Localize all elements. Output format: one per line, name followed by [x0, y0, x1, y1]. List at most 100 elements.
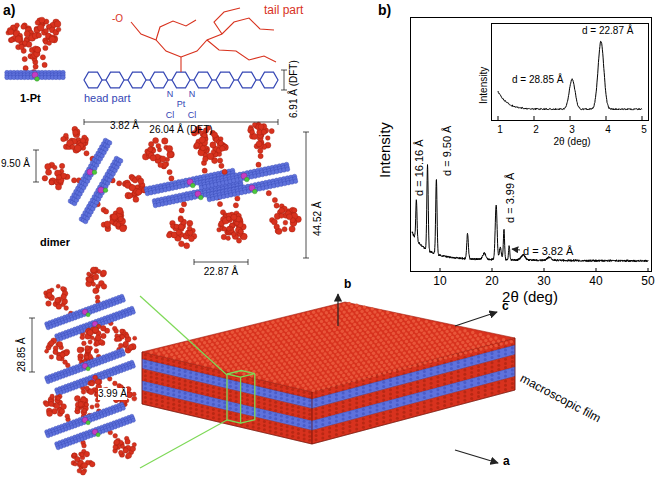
- film-texture: [167, 366, 170, 369]
- tail-atom: [21, 24, 26, 29]
- tail-atom: [45, 164, 51, 170]
- benzene-ring: [238, 72, 256, 88]
- tail-atom: [179, 208, 184, 213]
- film-texture: [308, 421, 311, 424]
- film-texture: [195, 395, 198, 398]
- tail-atom: [258, 124, 264, 130]
- film-texture: [257, 405, 260, 408]
- film-texture: [206, 397, 209, 400]
- film-texture: [189, 381, 192, 384]
- film-texture: [297, 419, 300, 422]
- tail-atom: [261, 129, 266, 134]
- tail-atom: [128, 344, 133, 349]
- tail-atom: [49, 340, 54, 345]
- film-texture: [206, 401, 209, 404]
- tail-atom: [162, 138, 168, 144]
- tail-atom: [49, 180, 54, 185]
- film-texture: [269, 416, 272, 419]
- tail-atom: [169, 176, 174, 181]
- film-texture: [201, 374, 204, 377]
- tail-atom: [56, 355, 61, 360]
- film-texture: [144, 361, 147, 364]
- film-texture: [184, 363, 187, 366]
- tail-atom: [53, 350, 58, 355]
- tail-atom: [90, 381, 95, 386]
- benzene-ring: [260, 72, 278, 88]
- film-texture: [286, 412, 289, 415]
- tail-atom: [120, 329, 124, 333]
- tail-atom: [42, 62, 47, 67]
- tail-atom: [167, 170, 172, 175]
- tail-atom: [56, 27, 61, 32]
- head-atom: [61, 75, 66, 80]
- tail-atom: [95, 335, 101, 341]
- film-texture: [201, 392, 204, 395]
- tail-atom: [73, 462, 77, 466]
- film-texture: [252, 408, 255, 411]
- tail-atom: [222, 169, 227, 174]
- film-texture: [184, 384, 187, 387]
- film-texture: [274, 384, 277, 387]
- film-texture: [212, 377, 215, 380]
- benzene-ring: [84, 72, 102, 88]
- tail-atom: [87, 272, 91, 276]
- film-texture: [212, 399, 215, 402]
- film-texture: [195, 382, 198, 385]
- tail-atom: [49, 36, 55, 42]
- film-texture: [291, 421, 294, 424]
- tail-atom: [117, 181, 122, 186]
- film-texture: [189, 397, 192, 400]
- tail-atom: [166, 233, 171, 238]
- film-texture: [218, 396, 221, 399]
- film-texture: [218, 371, 221, 374]
- tail-atom: [9, 38, 14, 43]
- tail-atom: [217, 202, 222, 207]
- tail-atom: [220, 146, 225, 151]
- film-texture: [257, 392, 260, 395]
- tail-atom: [50, 394, 54, 398]
- film-texture: [155, 381, 158, 384]
- tail-atom: [91, 267, 97, 273]
- tail-atom: [118, 216, 123, 221]
- tail-atom: [40, 55, 45, 60]
- tail-atom: [94, 349, 99, 354]
- film-texture: [235, 408, 238, 411]
- tail-atom: [233, 203, 238, 208]
- film-texture: [178, 369, 181, 372]
- film-texture: [280, 406, 283, 409]
- tail-atom: [116, 336, 121, 341]
- film-texture: [257, 401, 260, 404]
- film-texture: [172, 393, 175, 396]
- film-texture: [155, 363, 158, 366]
- tail-atom: [238, 229, 243, 234]
- tail-atom: [55, 184, 61, 190]
- tail-atom: [95, 295, 100, 300]
- film-texture: [280, 385, 283, 388]
- film-texture: [269, 390, 272, 393]
- film-texture: [308, 399, 311, 402]
- tail-atom: [95, 379, 101, 385]
- tail-atom: [132, 396, 137, 401]
- film-texture: [144, 383, 147, 386]
- tail-atom: [101, 270, 107, 276]
- tail-atom: [59, 163, 64, 168]
- tail-atom: [55, 298, 60, 303]
- film-texture: [144, 378, 147, 381]
- film-texture: [178, 373, 181, 376]
- tail-atom: [37, 24, 44, 31]
- tail-atom: [226, 236, 230, 240]
- chlorine-atom: [92, 170, 97, 175]
- film-texture: [223, 379, 226, 382]
- film-texture: [218, 404, 221, 407]
- tail-atom: [199, 137, 205, 143]
- benzene-ring: [194, 72, 212, 88]
- tail-atom: [56, 284, 60, 288]
- film-texture: [223, 393, 226, 396]
- film-texture: [189, 389, 192, 392]
- tail-atom: [46, 169, 52, 175]
- tail-atom: [65, 414, 70, 419]
- tail-atom: [54, 21, 61, 28]
- tail-atom: [113, 381, 118, 386]
- film-texture: [235, 391, 238, 394]
- tail-atom: [236, 238, 241, 243]
